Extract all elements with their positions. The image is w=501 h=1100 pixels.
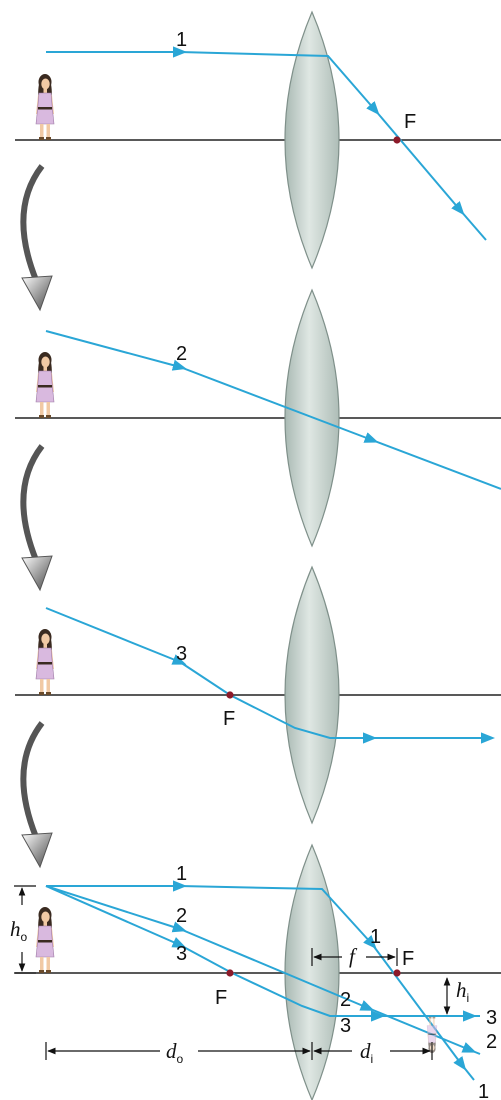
ray-1-tail: [459, 209, 487, 241]
image-distance-label: di: [360, 1039, 373, 1066]
ray-3: [45, 607, 187, 665]
curved-arrow-icon: [20, 721, 53, 869]
combined-ray-2-out: [367, 1007, 477, 1053]
combined-ray-3-mid: [179, 944, 385, 1022]
combined-ray-1-out: [371, 943, 467, 1071]
ray-label: 2: [340, 989, 351, 1011]
ray-2-tail: [371, 439, 501, 490]
image-height-label: hi: [456, 978, 469, 1005]
panel-combined: ho hi f do di 1 2 3 1 2 3 F F 3 2 1: [10, 843, 501, 1100]
focal-label: F: [215, 987, 227, 1009]
ray-label: 2: [176, 905, 187, 927]
ray-2-through-center: [179, 366, 379, 443]
combined-ray-1-mid: [179, 885, 377, 950]
ray-label: 2: [176, 343, 187, 365]
ray-label: 1: [176, 863, 187, 885]
ray-exit-label: 3: [486, 1007, 497, 1029]
ray-1-continued: [179, 51, 380, 116]
focal-point-icon: [393, 136, 401, 144]
focal-length-label: f: [349, 944, 358, 968]
focal-point-icon: [226, 691, 234, 699]
panel-ray-1: 1 F: [15, 10, 501, 270]
combined-ray-3: [45, 885, 187, 948]
ray-1-refracted: [374, 109, 465, 216]
person-figure-icon: [35, 628, 55, 696]
person-figure-icon: [35, 351, 55, 419]
panel-ray-2: 2: [15, 288, 501, 548]
combined-ray-2: [45, 885, 187, 933]
ray-2: [45, 330, 187, 371]
curved-arrow-icon: [20, 164, 53, 312]
panel-ray-3: 3 F: [15, 565, 501, 825]
object-distance-label: do: [166, 1039, 184, 1066]
person-figure-icon: [35, 906, 55, 974]
ray-label: 3: [176, 643, 187, 665]
curved-arrow-icon: [20, 444, 53, 592]
object-height-label: ho: [10, 917, 28, 944]
convex-lens-icon: [284, 843, 340, 1100]
convex-lens-icon: [284, 10, 340, 270]
convex-lens-icon: [284, 565, 340, 825]
ray-label: 3: [176, 943, 187, 965]
ray-exit-label: 1: [478, 1081, 489, 1100]
focal-label: F: [404, 111, 416, 133]
person-figure-icon: [35, 73, 55, 141]
ray-label: 1: [370, 926, 381, 948]
ray-exit-label: 2: [486, 1031, 497, 1053]
combined-ray-2-mid: [179, 928, 375, 1011]
ray-label: 1: [176, 29, 187, 51]
ray-3-through-focus: [179, 661, 377, 744]
ray-label: 3: [340, 1015, 351, 1037]
combined-ray-1-tail: [461, 1064, 475, 1081]
focal-label: F: [402, 948, 414, 970]
focal-point-icon: [393, 969, 401, 977]
focal-label: F: [223, 708, 235, 730]
focal-point-icon: [226, 969, 234, 977]
combined-ray-2-tail: [469, 1049, 481, 1055]
